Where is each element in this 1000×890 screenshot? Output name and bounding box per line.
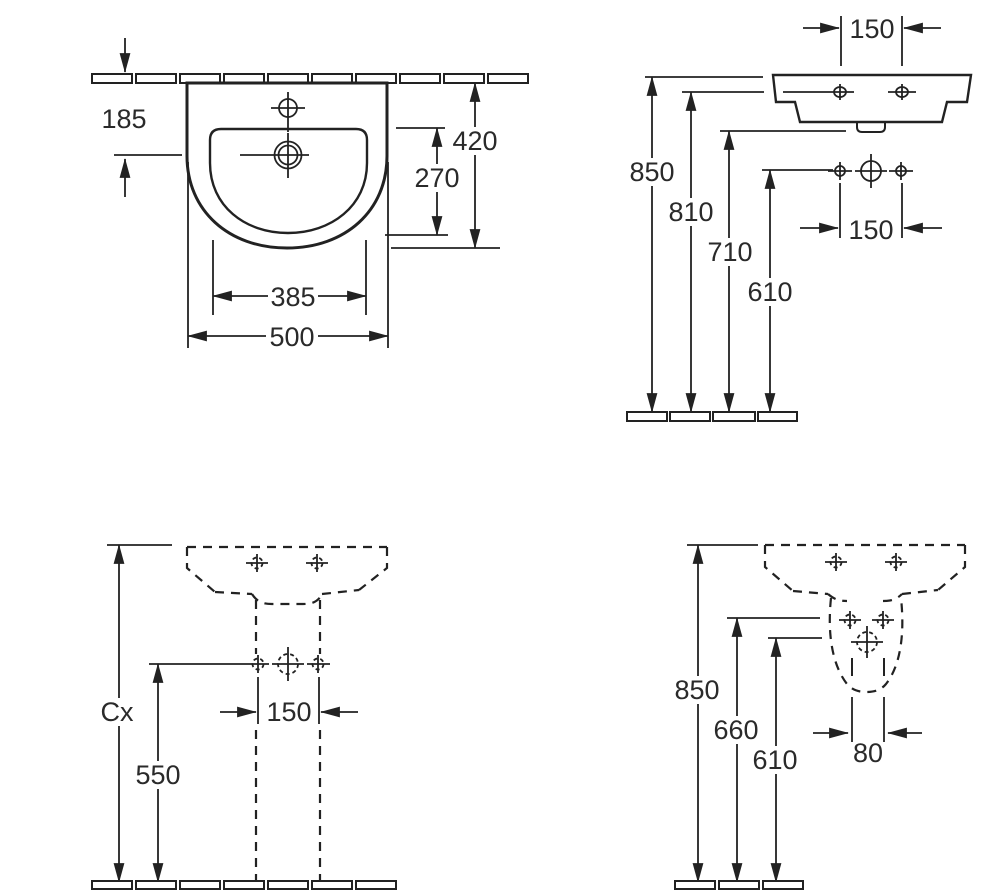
pedestal-outline-dashed	[254, 600, 322, 882]
dim-label-385: 385	[270, 282, 315, 312]
dim-height-fixing: 660	[712, 617, 820, 883]
dim-bowl-depth: 270	[385, 127, 461, 236]
dim-height-rim: 850	[673, 544, 758, 883]
fixing-hole-left-icon	[825, 553, 847, 571]
dim-label-500: 500	[269, 322, 314, 352]
dim-supply-hole-spacing: 150	[220, 677, 358, 727]
fixing-hole-left-icon	[826, 84, 854, 100]
supply-hole-right-icon	[889, 162, 913, 180]
dim-height-fixing: 810	[667, 91, 764, 413]
dim-supply-hole-spacing: 150	[800, 183, 942, 245]
view-front-pedestal: Cx 550 150	[91, 544, 397, 890]
basin-outline-dashed	[763, 543, 967, 603]
fixing-hole-right-icon	[306, 554, 328, 572]
dim-label-810: 810	[668, 197, 713, 227]
tap-hole-icon	[271, 92, 305, 132]
dim-wall-to-drain: 185	[101, 38, 182, 197]
dim-height-rim: Cx	[99, 544, 137, 883]
supply-hole-left-icon	[839, 611, 861, 629]
dim-height-supply: 550	[134, 663, 182, 883]
dim-height-rim: 850	[628, 76, 763, 413]
dim-tap-hole-spacing: 150	[803, 14, 941, 66]
basin-outline-dashed	[185, 545, 389, 606]
dim-label-850: 850	[629, 157, 674, 187]
dim-height-supply: 610	[746, 169, 833, 413]
dim-label-cx: Cx	[101, 697, 134, 727]
trap-hole-icon	[851, 626, 883, 658]
supply-hole-left-icon	[246, 655, 269, 673]
dim-label-610: 610	[752, 745, 797, 775]
trap-bowl-outline-dashed	[828, 597, 904, 694]
basin-outline	[185, 81, 389, 250]
drain-outlet-outline	[856, 122, 886, 133]
view-plan: 185 420 270 385 500	[91, 38, 529, 352]
floor-section	[674, 880, 804, 890]
dim-bowl-width: 385	[212, 240, 367, 315]
dim-label-420: 420	[452, 126, 497, 156]
supply-hole-left-icon	[828, 162, 852, 180]
floor-section	[91, 880, 397, 890]
wall-section	[91, 73, 529, 84]
dim-overall-width: 500	[187, 162, 389, 352]
dim-label-550: 550	[135, 760, 180, 790]
inner-bowl-outline	[208, 127, 369, 235]
waste-hole-icon	[855, 154, 887, 188]
supply-hole-right-icon	[872, 611, 894, 629]
drain-icon	[240, 133, 309, 178]
dim-label-270: 270	[414, 163, 459, 193]
dim-height-outlet: 710	[706, 130, 846, 413]
dim-label-150-bottom: 150	[848, 215, 893, 245]
outlet-pipe-lines	[851, 658, 885, 676]
waste-hole-icon	[272, 647, 304, 681]
dim-label-850: 850	[674, 675, 719, 705]
dim-label-710: 710	[707, 237, 752, 267]
fixing-hole-right-icon	[885, 553, 907, 571]
dim-outlet-width: 80	[813, 697, 922, 768]
floor-section	[626, 411, 798, 422]
dim-overall-depth: 420	[391, 82, 500, 249]
dim-label-610: 610	[747, 277, 792, 307]
fixing-hole-right-icon	[888, 84, 916, 100]
fixing-hole-left-icon	[246, 554, 268, 572]
dim-label-80: 80	[853, 738, 883, 768]
dim-label-150: 150	[266, 697, 311, 727]
dim-label-150-top: 150	[849, 14, 894, 44]
supply-hole-right-icon	[307, 655, 330, 673]
basin-profile-outline	[771, 73, 973, 124]
view-side-pedestal: 80 850 660 610	[673, 543, 967, 890]
view-side: 150 150 850	[626, 14, 973, 422]
dim-height-trap: 610	[751, 637, 822, 883]
dim-label-185: 185	[101, 104, 146, 134]
dim-label-660: 660	[713, 715, 758, 745]
